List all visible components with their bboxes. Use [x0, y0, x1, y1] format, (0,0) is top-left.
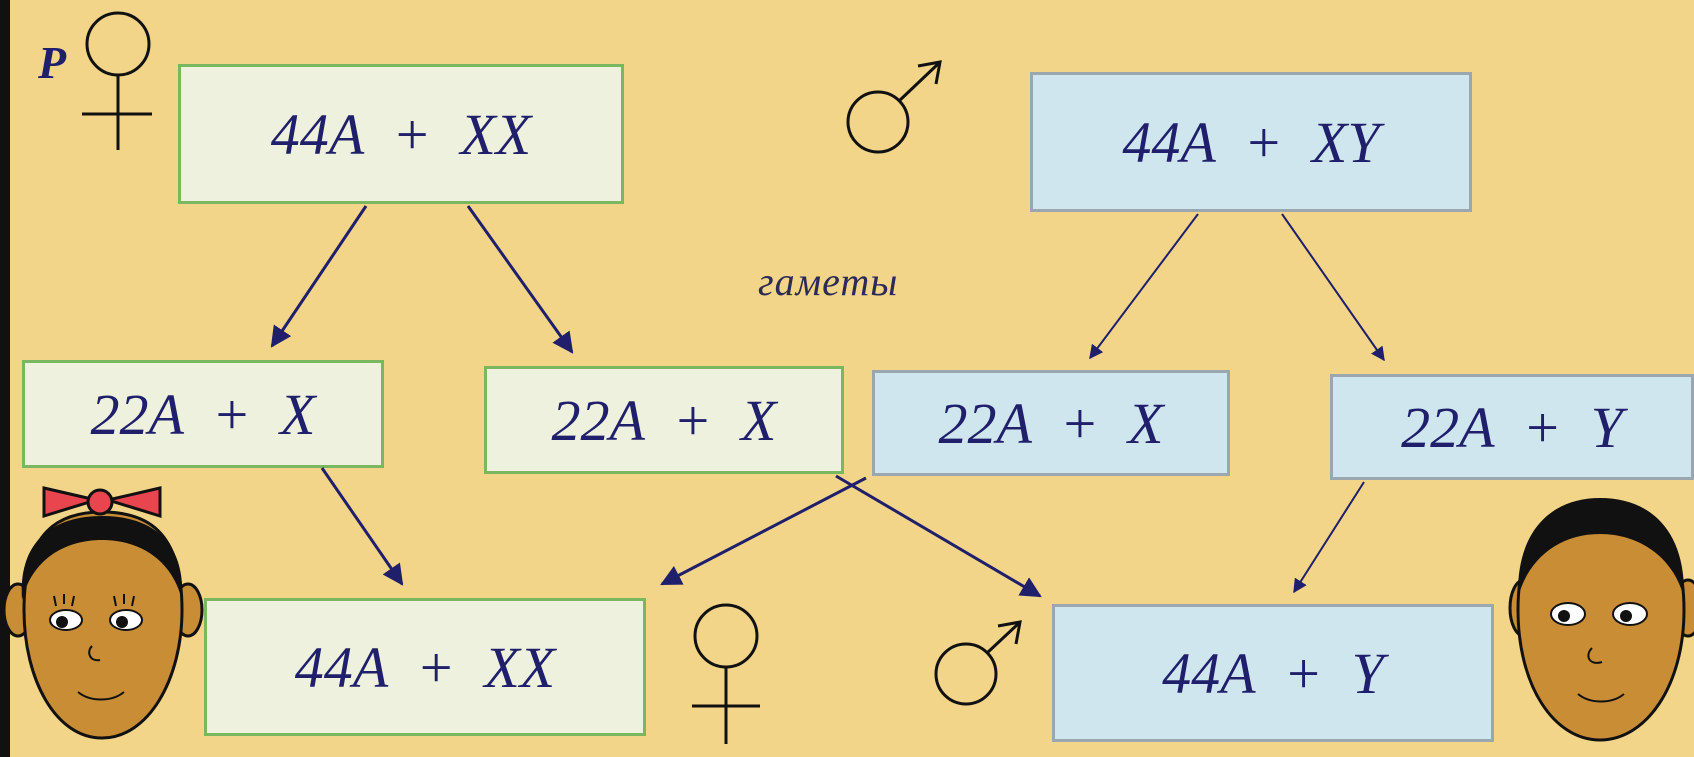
- parent-generation-label: P: [38, 37, 67, 88]
- arrow-icon: [1089, 213, 1199, 360]
- mother-genotype-box: 44A + XX: [178, 64, 624, 204]
- father-gamete-y-box: 22A + Y: [1330, 374, 1694, 480]
- arrow-icon: [1293, 481, 1365, 594]
- father-genotype-box: 44A + XY: [1030, 72, 1472, 212]
- gametes-label: гаметы: [758, 259, 899, 304]
- arrow-icon: [320, 467, 404, 586]
- male-symbol-icon: [846, 60, 942, 154]
- boy-face-icon: [1508, 498, 1694, 742]
- daughter-genotype-box: 44A + XX: [204, 598, 646, 736]
- female-symbol-icon: [82, 11, 152, 150]
- arrow-icon: [466, 205, 574, 354]
- father-gamete-x-box: 22A + X: [872, 370, 1230, 476]
- son-genotype-box: 44A + Y: [1052, 604, 1494, 742]
- male-symbol-icon: [934, 620, 1022, 706]
- arrow-icon: [1281, 213, 1385, 362]
- arrow-icon: [660, 476, 867, 586]
- mother-gamete-2-box: 22A + X: [484, 366, 844, 474]
- female-symbol-icon: [692, 603, 760, 744]
- mother-gamete-1-box: 22A + X: [22, 360, 384, 468]
- left-frame-bar: [0, 0, 10, 757]
- arrow-icon: [835, 474, 1042, 598]
- arrow-icon: [270, 205, 368, 348]
- girl-face-icon: [2, 486, 204, 740]
